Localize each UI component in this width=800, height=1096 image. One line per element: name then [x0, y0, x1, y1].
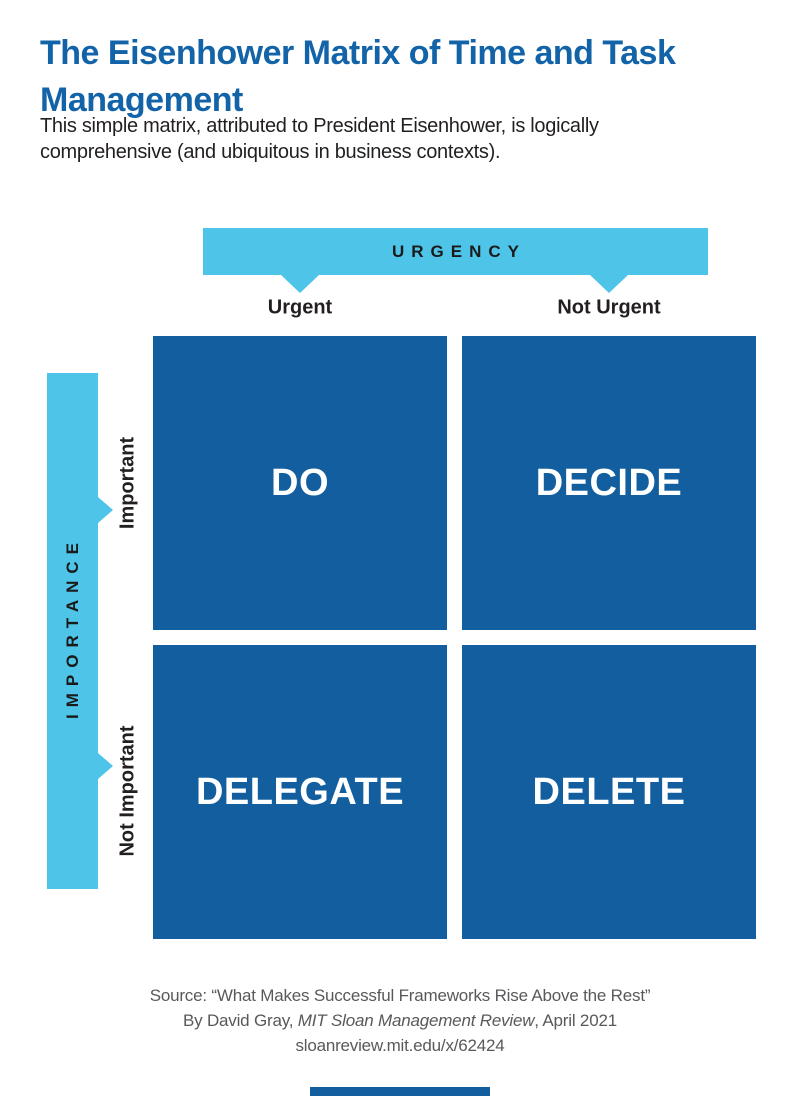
- source-line-2-suffix: , April 2021: [534, 1011, 617, 1030]
- not-important-pointer-icon: [98, 753, 113, 779]
- source-line-1: Source: “What Makes Successful Framework…: [149, 986, 651, 1005]
- not-urgent-pointer-icon: [590, 275, 628, 293]
- footer-rule: [310, 1087, 490, 1096]
- column-label-not-urgent: Not Urgent: [557, 296, 661, 319]
- source-line-2: By David Gray, MIT Sloan Management Revi…: [0, 1008, 800, 1033]
- quadrant-do: DO: [153, 336, 447, 630]
- quadrant-do-label: DO: [271, 461, 329, 504]
- page-subtitle-line2: comprehensive (and ubiquitous in busines…: [40, 141, 501, 163]
- important-pointer-icon: [98, 497, 113, 523]
- quadrant-delegate-label: DELEGATE: [195, 770, 405, 813]
- quadrant-delete-label: DELETE: [532, 770, 686, 813]
- importance-axis-banner: IMPORTANCE: [47, 373, 98, 889]
- column-label-urgent: Urgent: [267, 296, 333, 319]
- page-title-line2: Management: [40, 81, 243, 119]
- page-subtitle: This simple matrix, attributed to Presid…: [40, 113, 760, 165]
- urgency-axis-banner: URGENCY: [203, 228, 708, 275]
- source-journal-name: MIT Sloan Management Review: [297, 1011, 535, 1030]
- source-line-2-prefix: By David Gray,: [183, 1011, 298, 1030]
- page-subtitle-line1: This simple matrix, attributed to Presid…: [40, 115, 599, 137]
- quadrant-decide-label: DECIDE: [535, 461, 683, 504]
- row-label-important: Important: [116, 436, 139, 530]
- source-citation: Source: “What Makes Successful Framework…: [0, 983, 800, 1058]
- source-url: sloanreview.mit.edu/x/62424: [295, 1036, 505, 1055]
- row-label-not-important: Not Important: [116, 725, 139, 857]
- page-title-line1: The Eisenhower Matrix of Time and Task: [40, 34, 676, 72]
- quadrant-delegate: DELEGATE: [153, 645, 447, 939]
- importance-axis-label: IMPORTANCE: [62, 535, 82, 720]
- quadrant-delete: DELETE: [462, 645, 756, 939]
- urgent-pointer-icon: [281, 275, 319, 293]
- quadrant-decide: DECIDE: [462, 336, 756, 630]
- urgency-axis-label: URGENCY: [391, 241, 526, 261]
